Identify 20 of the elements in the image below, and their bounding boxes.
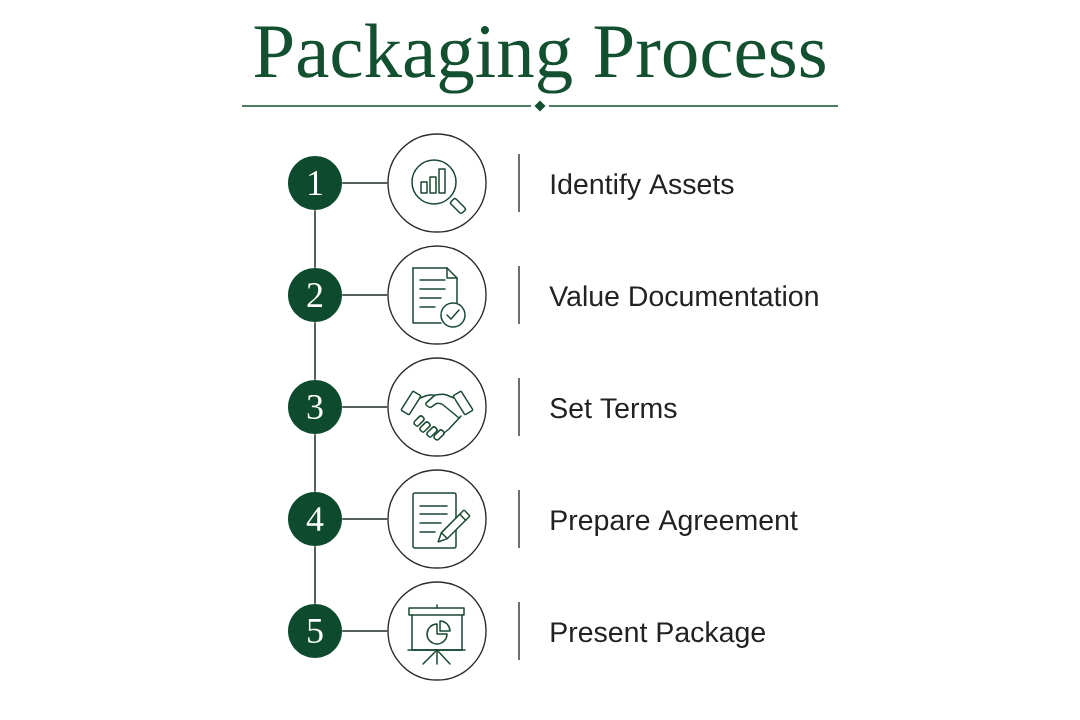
- icon-circle: [387, 245, 487, 345]
- connector-line: [341, 630, 389, 632]
- connector-line: [341, 182, 389, 184]
- connector-line: [341, 294, 389, 296]
- connector-line: [314, 545, 316, 605]
- step-label: Present Package: [551, 621, 765, 648]
- title: Packaging Process: [254, 23, 825, 94]
- icon-circle: [387, 469, 487, 569]
- step-label: Prepare Agreement: [551, 510, 798, 536]
- connector-line: [341, 518, 389, 520]
- connector-line: [341, 406, 389, 408]
- icon-circle: [387, 581, 487, 681]
- step-label: Value Documentation: [549, 285, 818, 307]
- icon-circle: [387, 357, 487, 457]
- connector-line: [314, 321, 316, 381]
- icon-circle: [387, 133, 487, 233]
- connector-line: [314, 433, 316, 493]
- step-label: Identify Assets: [551, 173, 734, 200]
- step-label: Set Terms: [550, 398, 677, 419]
- connector-line: [314, 209, 316, 269]
